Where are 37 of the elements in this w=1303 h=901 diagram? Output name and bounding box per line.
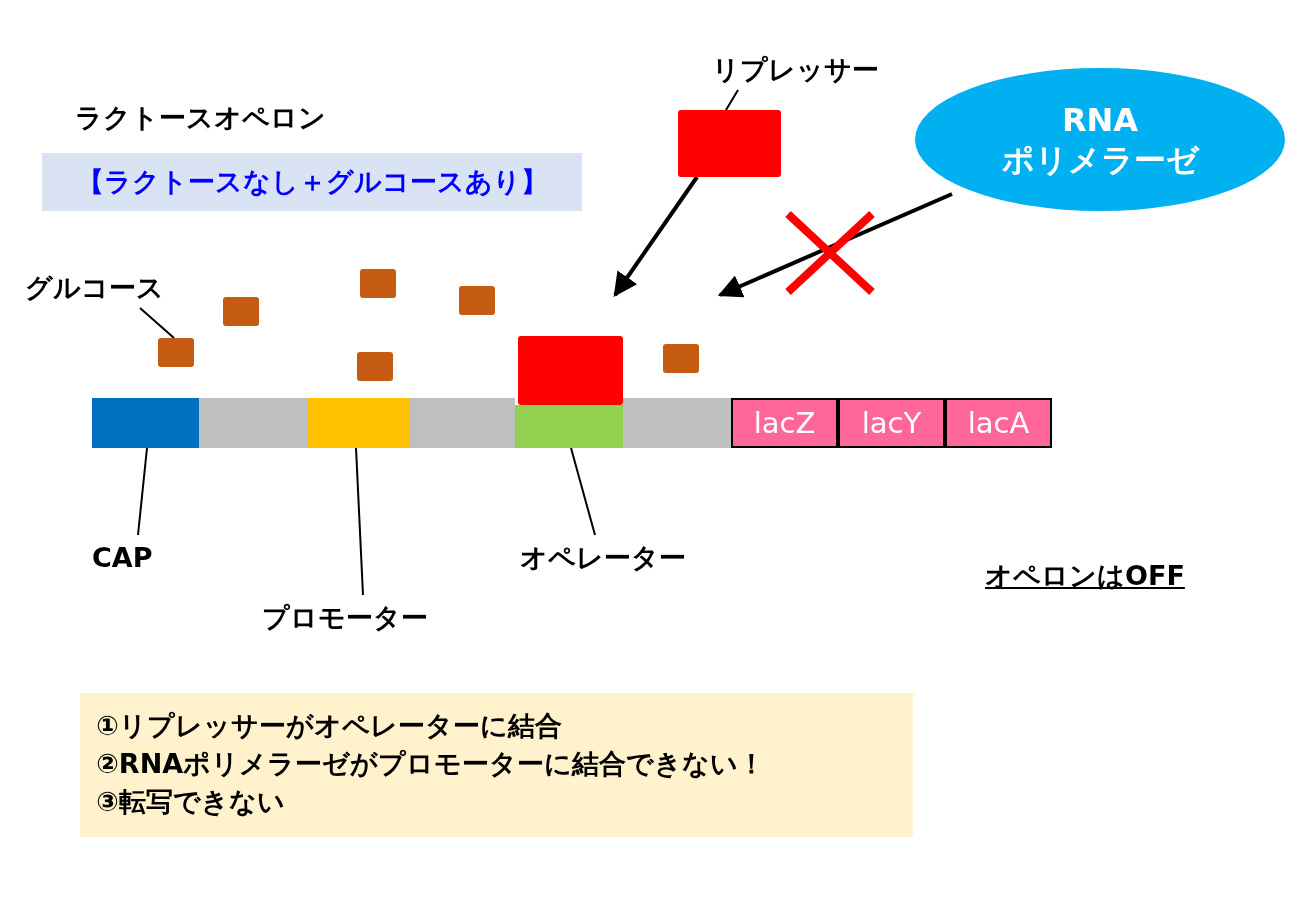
arrow bbox=[717, 192, 953, 298]
leader-line bbox=[570, 447, 596, 536]
glucose-square bbox=[459, 286, 495, 315]
cap-label: CAP bbox=[92, 535, 187, 580]
note-text: ③転写できない bbox=[96, 785, 286, 819]
note-text: ②RNAポリメラーゼがプロモーターに結合できない！ bbox=[96, 747, 767, 781]
dna-segment bbox=[409, 398, 515, 448]
glucose-label: グルコース bbox=[25, 268, 190, 308]
repressor-block bbox=[678, 110, 781, 177]
leader-line bbox=[137, 447, 148, 536]
gene-segment: lacY bbox=[838, 398, 945, 448]
leader-line bbox=[139, 307, 175, 339]
note-panel bbox=[80, 693, 913, 837]
operator-segment bbox=[515, 405, 623, 448]
leader-line bbox=[355, 447, 364, 596]
polymerase-ellipse: RNA ポリメラーゼ bbox=[915, 68, 1285, 211]
glucose-square bbox=[223, 297, 259, 326]
condition-banner: 【ラクトースなし＋グルコースあり】 bbox=[42, 153, 582, 211]
gene-segment: lacZ bbox=[731, 398, 838, 448]
diagram-title: ラクトースオペロン bbox=[75, 101, 326, 135]
glucose-square bbox=[158, 338, 194, 367]
note-text: ①リプレッサーがオペレーターに結合 bbox=[96, 709, 563, 743]
cap-site-segment bbox=[92, 398, 199, 448]
gene-segment: lacA bbox=[945, 398, 1052, 448]
operator-label: オペレーター bbox=[520, 535, 720, 580]
leader-line bbox=[725, 89, 739, 111]
dna-segment bbox=[623, 398, 731, 448]
promoter-label: プロモーター bbox=[262, 595, 462, 640]
arrow bbox=[613, 175, 699, 297]
promoter-segment bbox=[307, 398, 409, 448]
repressor-block bbox=[518, 336, 623, 405]
glucose-square bbox=[357, 352, 393, 381]
dna-segment bbox=[199, 398, 307, 448]
glucose-square bbox=[663, 344, 699, 373]
glucose-square bbox=[360, 269, 396, 298]
repressor-label: リプレッサー bbox=[712, 50, 897, 90]
status-label: オペロンはOFF bbox=[985, 559, 1185, 593]
